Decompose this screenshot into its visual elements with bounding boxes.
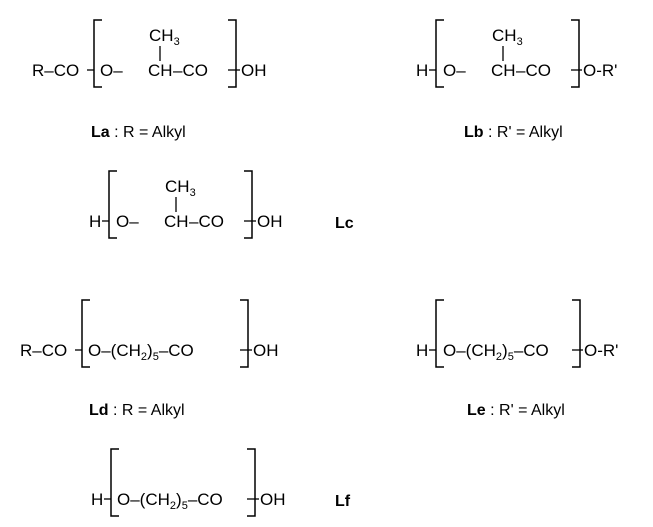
lf-suffix: OH	[260, 490, 286, 509]
structure-lf: H O–(CH2)5–CO OH Lf	[91, 448, 351, 517]
le-prefix: H	[416, 341, 428, 360]
lf-label: Lf	[335, 493, 351, 510]
lb-unit-start: O–	[443, 61, 466, 80]
lb-right-bracket	[571, 19, 580, 88]
lc-left-bracket	[108, 170, 117, 239]
la-methyl: CH3	[149, 26, 180, 48]
lf-left-bracket	[110, 448, 119, 517]
la-suffix: OH	[241, 61, 267, 80]
lb-unit-middle: CH	[491, 61, 516, 80]
lf-unit: O–(CH2)5–CO	[117, 490, 223, 512]
lb-suffix: O-R'	[583, 61, 617, 80]
le-unit: O–(CH2)5–CO	[443, 341, 549, 363]
lb-methyl: CH3	[492, 26, 523, 48]
la-right-bracket	[228, 19, 237, 88]
lb-left-bracket	[435, 19, 444, 88]
lb-caption: Lb : R' = Alkyl	[464, 124, 563, 141]
lc-right-bracket	[244, 170, 253, 239]
ld-prefix: R–CO	[20, 341, 67, 360]
le-caption: Le : R' = Alkyl	[467, 402, 565, 419]
ld-left-bracket	[81, 299, 90, 368]
la-caption: La : R = Alkyl	[91, 124, 186, 141]
le-suffix: O-R'	[584, 341, 618, 360]
la-prefix: R–CO	[32, 61, 79, 80]
ld-caption: Ld : R = Alkyl	[89, 402, 185, 419]
lc-prefix: H	[89, 212, 101, 231]
ld-suffix: OH	[253, 341, 279, 360]
la-unit-start: O–	[100, 61, 123, 80]
lf-prefix: H	[91, 490, 103, 509]
lf-right-bracket	[247, 448, 256, 517]
lb-unit-end: –CO	[516, 61, 551, 80]
ld-right-bracket	[240, 299, 249, 368]
structure-le: H O–(CH2)5–CO O-R' Le : R' = Alkyl	[416, 299, 618, 419]
la-unit-middle: CH	[148, 61, 173, 80]
la-left-bracket	[93, 19, 102, 88]
la-unit-end: –CO	[173, 61, 208, 80]
structure-ld: R–CO O–(CH2)5–CO OH Ld : R = Alkyl	[20, 299, 279, 419]
lc-unit-end: –CO	[189, 212, 224, 231]
structure-lb: H O– CH –CO CH3 O-R' Lb : R' = Alkyl	[416, 19, 617, 141]
lc-methyl: CH3	[165, 177, 196, 199]
lc-unit-start: O–	[116, 212, 139, 231]
le-right-bracket	[572, 299, 581, 368]
structure-lc: H O– CH –CO CH3 OH Lc	[89, 170, 354, 239]
lc-label: Lc	[335, 215, 354, 232]
lc-unit-middle: CH	[164, 212, 189, 231]
lc-suffix: OH	[257, 212, 283, 231]
structure-la: R–CO O– CH –CO CH3 OH La : R = Alkyl	[32, 19, 267, 141]
le-left-bracket	[435, 299, 444, 368]
ld-unit: O–(CH2)5–CO	[88, 341, 194, 363]
lb-prefix: H	[416, 61, 428, 80]
